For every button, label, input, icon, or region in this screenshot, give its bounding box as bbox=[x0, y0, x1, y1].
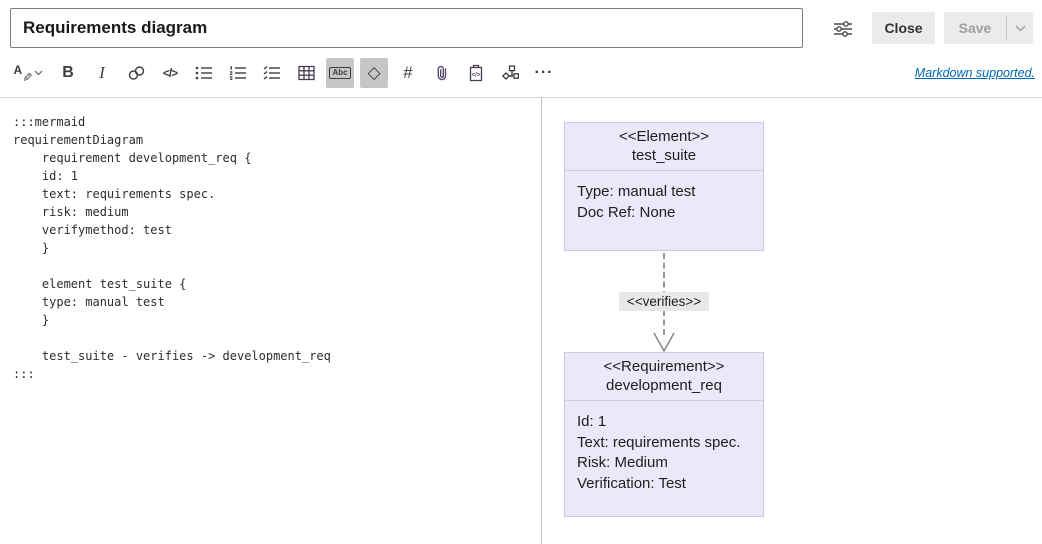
abc-box-icon: Abc bbox=[329, 67, 351, 79]
code-button[interactable]: </> bbox=[156, 58, 184, 88]
requirement-stereotype: <<Requirement>> bbox=[603, 358, 725, 375]
save-button[interactable]: Save bbox=[944, 12, 1006, 44]
requirement-verification-line: Verification: Test bbox=[577, 474, 686, 492]
formatting-toolbar: A ✎ B I bbox=[0, 56, 1042, 97]
markdown-supported-link[interactable]: Markdown supported. bbox=[914, 66, 1035, 80]
page-title-input[interactable] bbox=[10, 8, 803, 48]
heading-button[interactable]: # bbox=[394, 58, 422, 88]
markdown-source[interactable]: :::mermaid requirementDiagram requiremen… bbox=[13, 115, 331, 381]
bold-button[interactable]: B bbox=[54, 58, 82, 88]
clipboard-code-icon: </> bbox=[467, 64, 485, 82]
editor-settings-button[interactable] bbox=[831, 16, 857, 42]
link-icon bbox=[127, 64, 146, 82]
table-icon bbox=[298, 65, 315, 81]
requirement-node-body: Id: 1 Text: requirements spec. Risk: Med… bbox=[565, 401, 763, 494]
requirement-node-header: <<Requirement>> development_req bbox=[565, 353, 763, 401]
arrowhead-icon bbox=[652, 332, 676, 352]
task-list-icon bbox=[263, 65, 281, 81]
code-block-button[interactable]: </> bbox=[462, 58, 490, 88]
save-button-divider bbox=[1006, 16, 1007, 40]
element-node-body: Type: manual test Doc Ref: None bbox=[565, 171, 763, 223]
abc-format-button[interactable]: Abc bbox=[326, 58, 354, 88]
italic-button[interactable]: I bbox=[88, 58, 116, 88]
chevron-down-icon bbox=[1015, 25, 1026, 32]
diagram-preview-pane: <<Element>> test_suite Type: manual test… bbox=[542, 98, 1042, 544]
close-button[interactable]: Close bbox=[872, 12, 935, 44]
sliders-icon bbox=[831, 17, 857, 41]
attachment-button[interactable] bbox=[428, 58, 456, 88]
text-format-button[interactable]: A ✎ bbox=[8, 58, 48, 88]
markdown-editor-pane[interactable]: :::mermaid requirementDiagram requiremen… bbox=[0, 98, 541, 544]
numbered-list-button[interactable] bbox=[224, 58, 252, 88]
text-format-pen-icon: A ✎ bbox=[13, 63, 35, 83]
diamond-button[interactable]: ◇ bbox=[360, 58, 388, 88]
element-node: <<Element>> test_suite Type: manual test… bbox=[564, 122, 764, 251]
flowchart-icon bbox=[501, 65, 519, 82]
save-options-button[interactable] bbox=[1007, 12, 1033, 44]
chevron-down-icon bbox=[34, 70, 43, 76]
table-button[interactable] bbox=[292, 58, 320, 88]
paperclip-icon bbox=[433, 64, 451, 82]
diagram-button[interactable] bbox=[496, 58, 524, 88]
requirement-name: development_req bbox=[606, 377, 722, 394]
toolbar-divider bbox=[0, 97, 1042, 98]
requirement-risk-line: Risk: Medium bbox=[577, 454, 668, 471]
element-name: test_suite bbox=[631, 147, 697, 164]
bullet-list-button[interactable] bbox=[190, 58, 218, 88]
link-button[interactable] bbox=[122, 58, 150, 88]
requirement-node: <<Requirement>> development_req Id: 1 Te… bbox=[564, 352, 764, 517]
requirement-id-line: Id: 1 bbox=[577, 413, 607, 430]
element-type-line: Type: manual test bbox=[577, 183, 696, 200]
relation-label: <<verifies>> bbox=[619, 292, 709, 311]
task-list-button[interactable] bbox=[258, 58, 286, 88]
numbered-list-icon bbox=[229, 65, 247, 81]
element-stereotype: <<Element>> bbox=[618, 128, 710, 145]
save-split-button: Save bbox=[944, 12, 1033, 44]
svg-text:</>: </> bbox=[472, 73, 481, 79]
pane-divider bbox=[541, 98, 542, 544]
element-docref-line: Doc Ref: None bbox=[577, 203, 676, 221]
more-options-button[interactable]: ··· bbox=[530, 58, 558, 88]
requirement-text-line: Text: requirements spec. bbox=[577, 433, 741, 451]
bullet-list-icon bbox=[195, 65, 213, 81]
element-node-header: <<Element>> test_suite bbox=[565, 123, 763, 171]
